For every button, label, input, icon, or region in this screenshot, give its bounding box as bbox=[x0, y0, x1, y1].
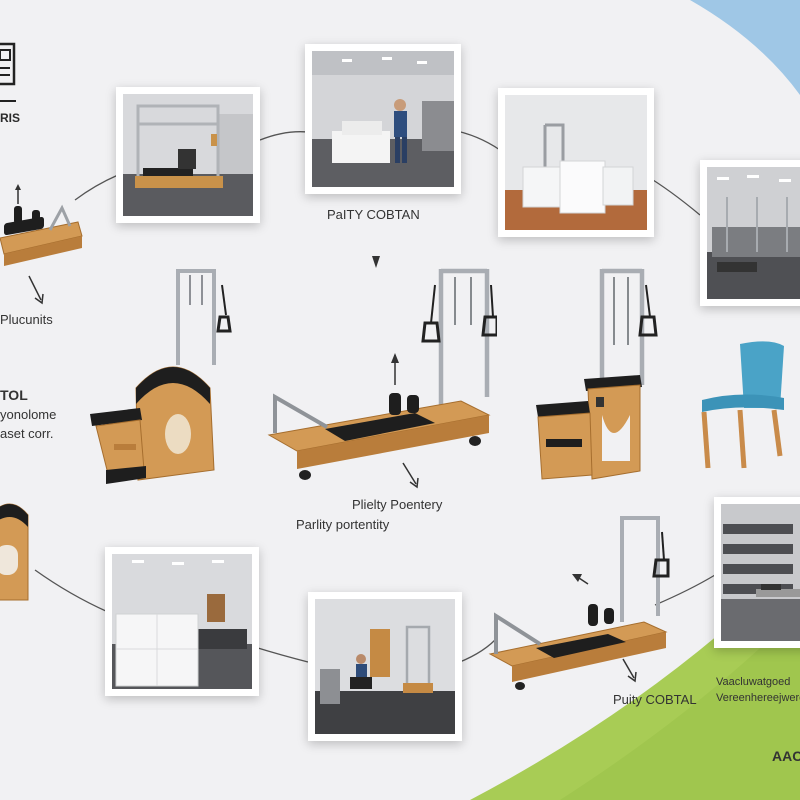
arrow-icon bbox=[622, 658, 637, 683]
label-right-2: Vereenhereejwere bbox=[716, 692, 800, 704]
reformer-small-icon bbox=[488, 516, 670, 690]
photo-studio-cadillac bbox=[116, 87, 260, 223]
tower-icon bbox=[176, 269, 232, 365]
label-left-mid-1: TOL bbox=[0, 387, 28, 403]
label-corner: AAC bbox=[772, 748, 800, 764]
label-center-1: Plielty Poentery bbox=[352, 497, 443, 512]
label-center-2: Parlity portentity bbox=[296, 517, 390, 532]
logo-rule bbox=[0, 100, 16, 102]
arrow-icon bbox=[402, 462, 419, 489]
photo-factory-floor bbox=[700, 160, 800, 306]
arrow-icon bbox=[28, 275, 44, 305]
photo-showroom-shelves bbox=[714, 497, 800, 648]
label-bottom-right: Puity COBTAL bbox=[613, 692, 697, 707]
logo-text: RIS bbox=[0, 111, 21, 125]
arrow-icon bbox=[372, 256, 380, 268]
logo-icon bbox=[0, 42, 16, 86]
dining-chair-icon bbox=[701, 341, 784, 469]
label-left-upper: Plucunits bbox=[0, 312, 53, 327]
step-barrel-icon bbox=[90, 366, 215, 484]
label-left-mid-3: aset corr. bbox=[0, 426, 54, 441]
photo-warehouse-boxes bbox=[105, 547, 259, 696]
reformer-icon bbox=[0, 184, 83, 266]
photo-warehouse-worker bbox=[305, 44, 461, 194]
label-right-1: Vaacluwatgoed bbox=[716, 676, 791, 688]
label-top-center: PaITY COBTAN bbox=[327, 207, 420, 222]
photo-assembly-room bbox=[308, 592, 462, 741]
reformer-tower-icon bbox=[267, 268, 497, 480]
label-left-mid-2: yonolome bbox=[0, 407, 57, 422]
photo-white-boxes bbox=[498, 88, 654, 237]
ladder-barrel-icon bbox=[0, 503, 29, 601]
chair-tower-icon bbox=[536, 268, 658, 480]
